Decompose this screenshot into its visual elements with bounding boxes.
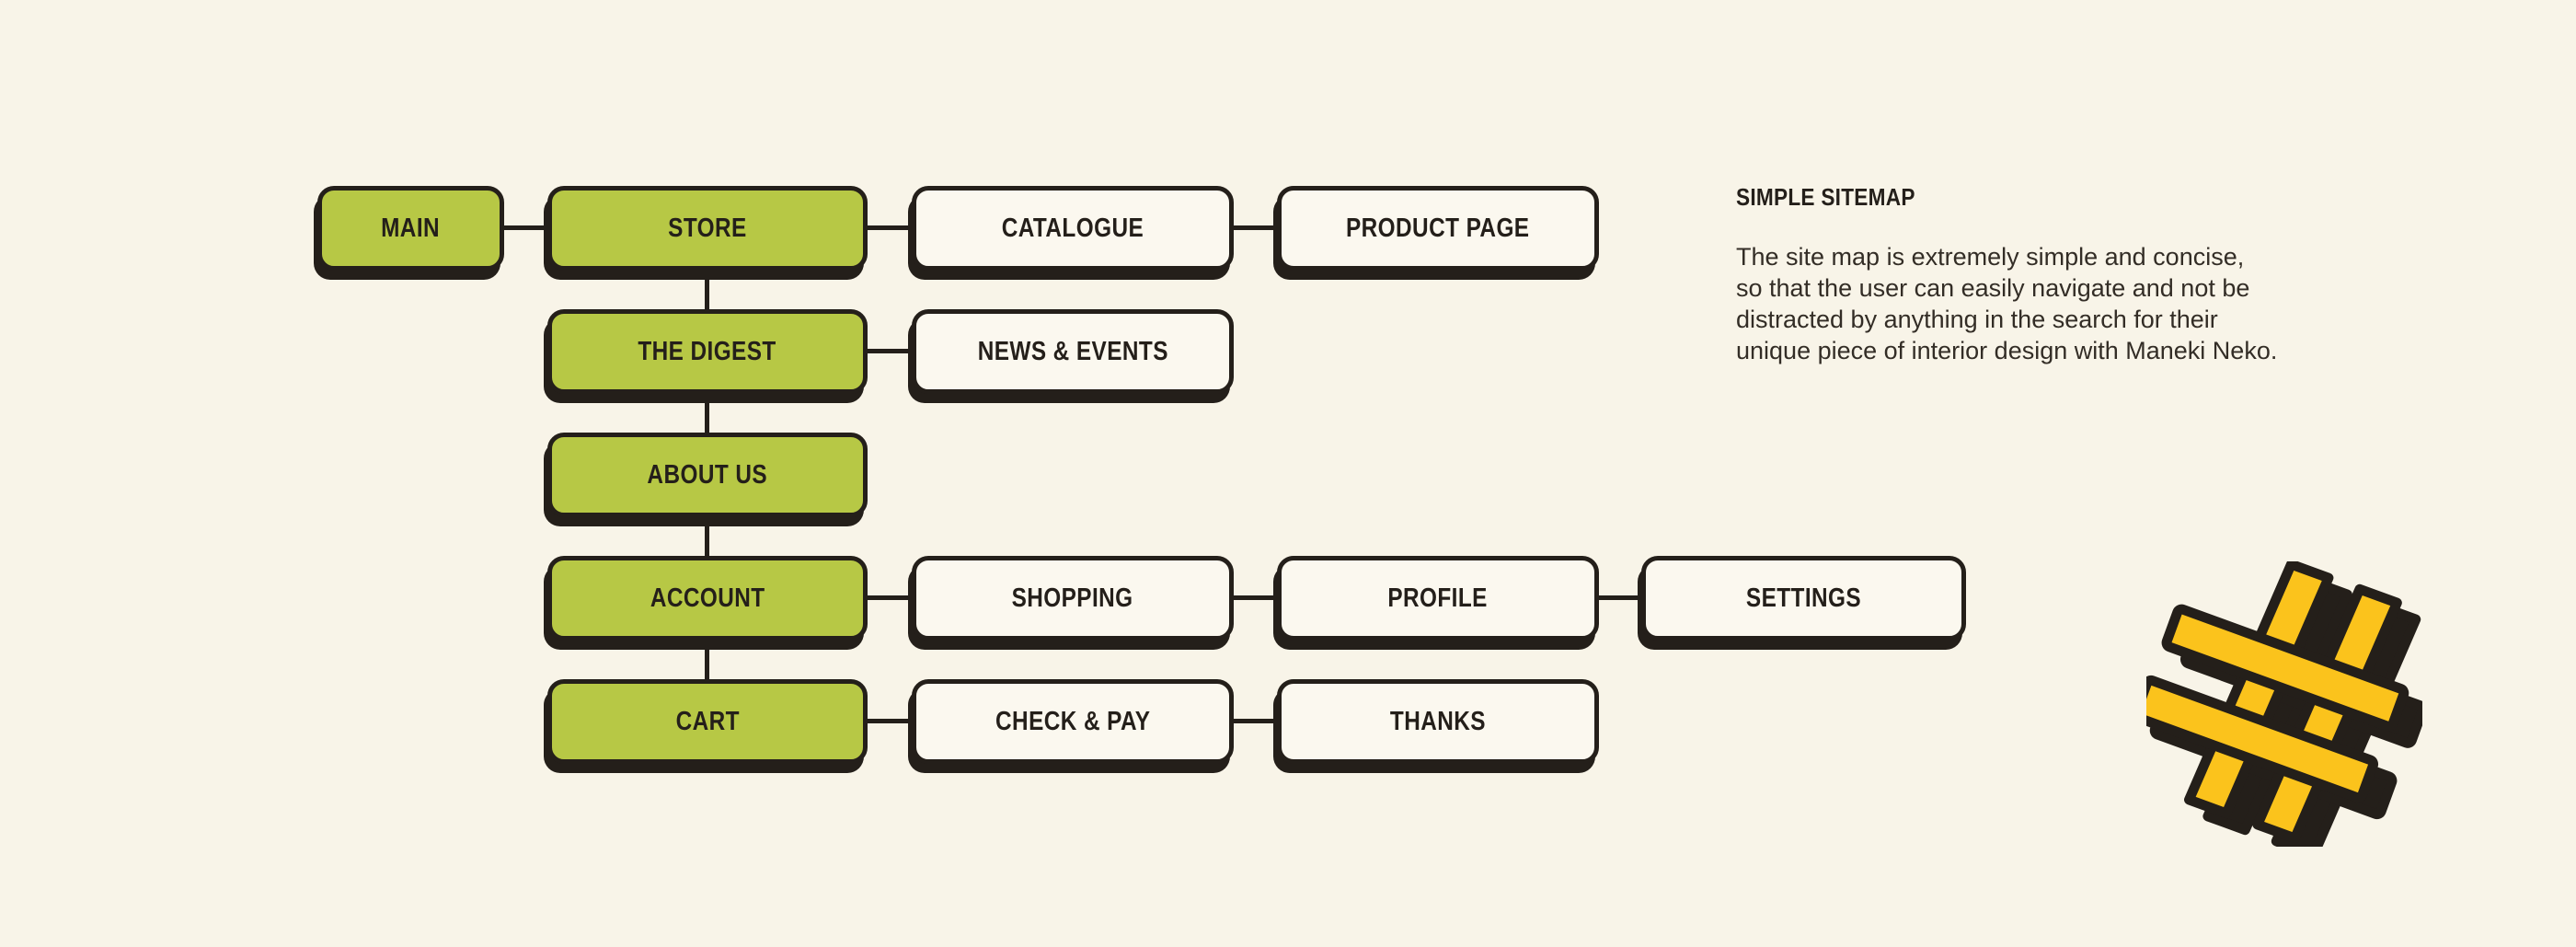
annotation-line: unique piece of interior design with Man… — [1736, 337, 2278, 364]
annotation-line: so that the user can easily navigate and… — [1736, 274, 2250, 302]
node-shopping: SHOPPING — [912, 556, 1234, 641]
node-profile-label: PROFILE — [1387, 583, 1489, 613]
connector-checkpay-thanks — [1234, 719, 1277, 723]
node-catalogue: CATALOGUE — [912, 186, 1234, 271]
node-catalogue-label: CATALOGUE — [1001, 213, 1144, 243]
node-account: ACCOUNT — [547, 556, 868, 641]
node-account-label: ACCOUNT — [650, 583, 765, 613]
connector-catalogue-productpage — [1234, 225, 1277, 230]
node-main: MAIN — [317, 186, 504, 271]
node-store-label: STORE — [668, 213, 747, 243]
annotation-block: SIMPLE SITEMAP The site map is extremely… — [1736, 184, 2306, 366]
node-check-pay: CHECK & PAY — [912, 679, 1234, 764]
node-profile: PROFILE — [1277, 556, 1599, 641]
node-product-page: PRODUCT PAGE — [1277, 186, 1599, 271]
node-main-label: MAIN — [381, 213, 441, 243]
node-check-pay-label: CHECK & PAY — [995, 706, 1151, 736]
connector-cart-checkpay — [868, 719, 912, 723]
node-store: STORE — [547, 186, 868, 271]
node-the-digest-label: THE DIGEST — [638, 336, 777, 366]
node-cart: CART — [547, 679, 868, 764]
connector-digest-news — [868, 349, 912, 353]
node-shopping-label: SHOPPING — [1012, 583, 1133, 613]
annotation-line: The site map is extremely simple and con… — [1736, 243, 2245, 271]
node-settings: SETTINGS — [1641, 556, 1966, 641]
node-thanks: THANKS — [1277, 679, 1599, 764]
node-the-digest: THE DIGEST — [547, 309, 868, 394]
annotation-title: SIMPLE SITEMAP — [1736, 183, 1915, 211]
connector-shopping-profile — [1234, 595, 1277, 600]
annotation-line: distracted by anything in the search for… — [1736, 306, 2218, 333]
node-about-us-label: ABOUT US — [647, 459, 768, 490]
node-settings-label: SETTINGS — [1745, 583, 1862, 613]
hashtag-icon — [2146, 561, 2422, 847]
connector-store-catalogue — [868, 225, 912, 230]
node-thanks-label: THANKS — [1389, 706, 1487, 736]
node-product-page-label: PRODUCT PAGE — [1346, 213, 1530, 243]
node-about-us: ABOUT US — [547, 433, 868, 517]
annotation-body: The site map is extremely simple and con… — [1736, 241, 2306, 366]
node-news-events: NEWS & EVENTS — [912, 309, 1234, 394]
node-cart-label: CART — [675, 706, 740, 736]
connector-main-store — [501, 225, 547, 230]
connector-account-shopping — [868, 595, 912, 600]
connector-profile-settings — [1599, 595, 1641, 600]
node-news-events-label: NEWS & EVENTS — [977, 336, 1168, 366]
